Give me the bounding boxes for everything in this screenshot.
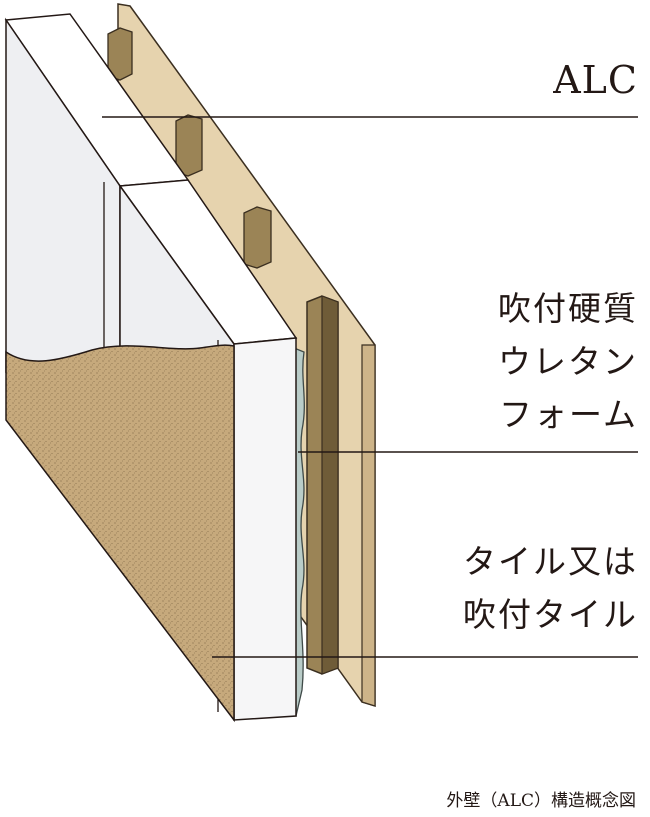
label-foam-line-1: 吹付硬質 bbox=[498, 289, 638, 328]
label-alc: ALC bbox=[553, 58, 638, 102]
label-tile-line-1: タイル又は bbox=[463, 542, 638, 581]
label-tile-line-2: 吹付タイル bbox=[463, 595, 638, 634]
diagram-caption: 外壁（ALC）構造概念図 bbox=[446, 791, 636, 811]
label-tile-finish: タイル又は 吹付タイル bbox=[463, 535, 638, 641]
leader-lines bbox=[102, 116, 638, 658]
tile-finish-layer bbox=[5, 344, 235, 723]
label-urethane-foam: 吹付硬質 ウレタン フォーム bbox=[498, 282, 638, 441]
label-foam-line-3: フォーム bbox=[498, 395, 638, 434]
label-foam-line-2: ウレタン bbox=[498, 342, 638, 381]
